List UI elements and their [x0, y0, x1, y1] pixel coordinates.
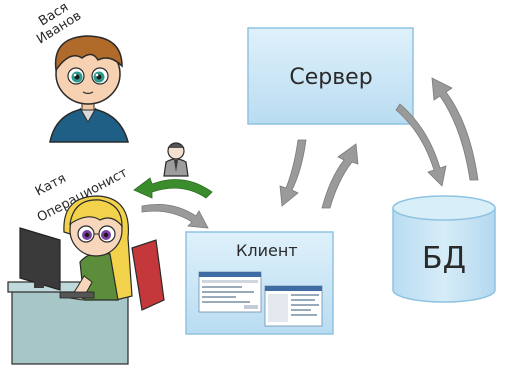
- person-vasya-illustration: [49, 35, 129, 143]
- arrow-client-to-server: [321, 143, 359, 209]
- arrow-client-to-operator: [133, 177, 213, 199]
- customer-icon: [163, 142, 189, 177]
- server-label: Сервер: [289, 65, 372, 90]
- client-screenshot-right: [264, 285, 323, 327]
- database-label: БД: [422, 241, 466, 276]
- client-screenshot-left: [198, 271, 262, 313]
- arrow-server-to-client: [279, 139, 307, 207]
- client-window: Клиент: [185, 231, 334, 335]
- arrow-server-to-database: [395, 103, 447, 187]
- database-cylinder: БД: [392, 195, 496, 303]
- person-katya-illustration: [7, 195, 165, 365]
- server-box: Сервер: [247, 27, 414, 125]
- arrow-operator-to-client: [141, 203, 209, 229]
- client-label: Клиент: [236, 241, 298, 260]
- arrow-database-to-server: [431, 77, 479, 181]
- person-katya-name: Катя: [33, 171, 69, 200]
